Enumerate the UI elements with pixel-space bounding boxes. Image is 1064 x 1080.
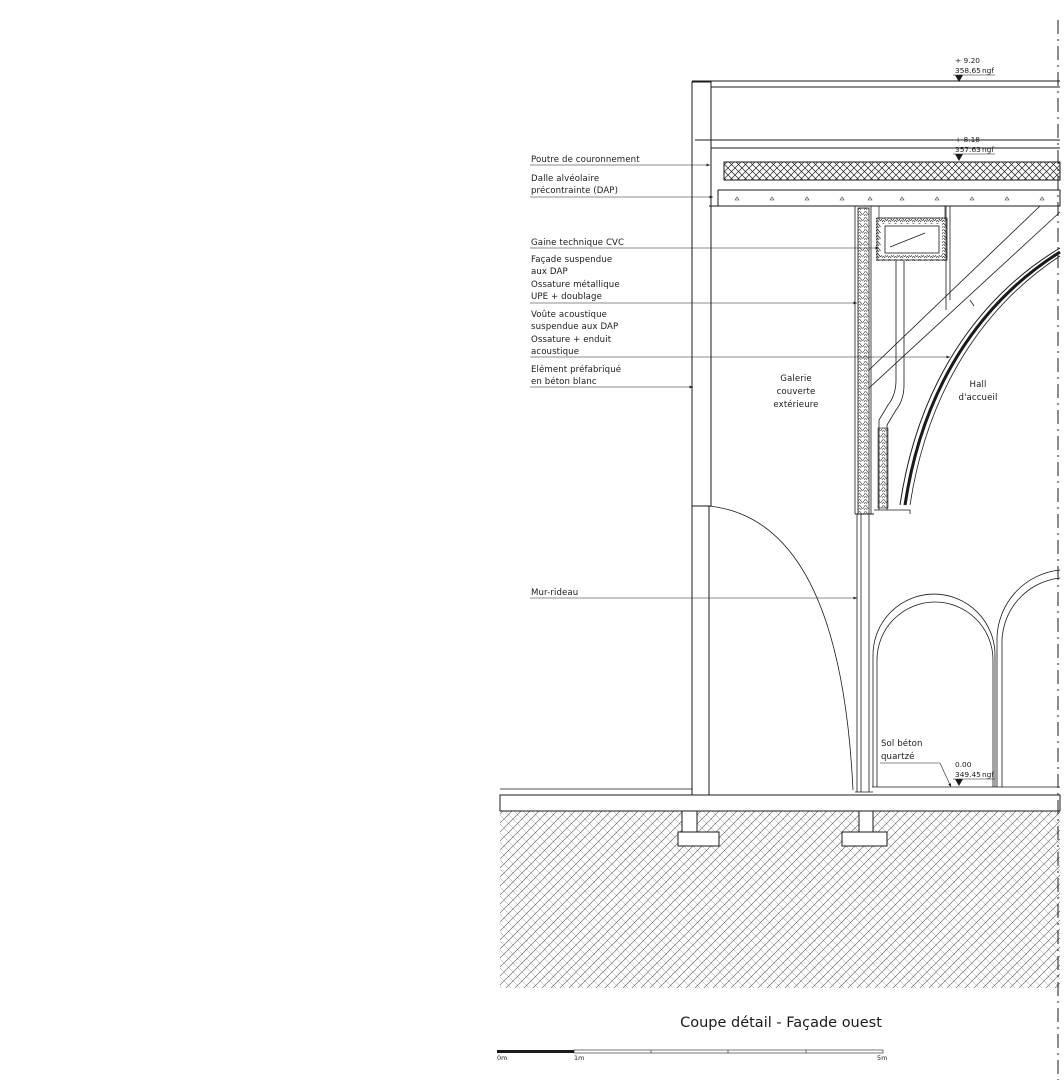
annotation-label: Façade suspendue xyxy=(531,255,612,265)
level-ground-ngf: 349.45 xyxy=(955,770,981,779)
annotation-label: Ossature + enduit xyxy=(531,335,612,345)
slab-cores xyxy=(734,196,1045,201)
scale-label: 1m xyxy=(574,1054,584,1062)
level-top: + 9.20 358.65 ngf xyxy=(953,56,995,82)
ground-slab xyxy=(499,794,1061,847)
level-ground-unit: ngf xyxy=(982,770,994,779)
level-top-unit: ngf xyxy=(982,66,994,75)
door-swing xyxy=(708,505,854,791)
space-label: quartzé xyxy=(881,751,915,762)
annotation-label: Ossature métallique xyxy=(531,279,620,290)
scale-label: 5m xyxy=(877,1054,887,1062)
space-label: extérieure xyxy=(773,399,818,410)
annotation-label: Mur-rideau xyxy=(531,588,578,598)
drawing-title: Coupe détail - Façade ouest xyxy=(680,1015,882,1031)
level-ground: 0.00 349.45 ngf xyxy=(953,760,995,786)
annotation-label: UPE + doublage xyxy=(531,292,602,302)
level-mid-ngf: 357.63 xyxy=(955,145,981,154)
space-label: couverte xyxy=(777,387,816,397)
annotation-dalle: Dalle alvéolaire précontrainte (DAP) xyxy=(530,173,713,199)
annotation-label: Elément préfabriqué xyxy=(531,364,621,375)
space-label: d'accueil xyxy=(959,393,998,403)
ground-arches xyxy=(872,569,1061,787)
annotation-label: précontrainte (DAP) xyxy=(531,185,618,196)
space-label: Galerie xyxy=(780,374,812,384)
space-label: Hall xyxy=(970,380,987,390)
annotation-label: Voûte acoustique xyxy=(531,310,607,320)
level-mid-unit: ngf xyxy=(982,145,994,154)
level-top-ngf: 358.65 xyxy=(955,66,981,75)
annotation-label: Dalle alvéolaire xyxy=(531,173,599,184)
curtain-wall xyxy=(855,514,873,793)
annotation-voute: Voûte acoustique suspendue aux DAP Ossat… xyxy=(530,310,950,359)
space-galerie: Galerie couverte extérieure xyxy=(773,374,818,410)
hollowcore-slab xyxy=(709,189,1061,207)
level-ground-relative: 0.00 xyxy=(955,760,972,769)
scale-bar: 0m 1m 5m xyxy=(497,1049,887,1062)
annotation-label: Gaine technique CVC xyxy=(531,238,624,248)
annotation-label: aux DAP xyxy=(531,267,568,277)
acoustic-vault xyxy=(899,247,1061,506)
space-hall: Hall d'accueil xyxy=(959,380,998,403)
annotation-murrideau: Mur-rideau xyxy=(530,588,857,600)
annotation-label: suspendue aux DAP xyxy=(531,322,618,332)
scale-label: 0m xyxy=(497,1054,507,1062)
crown-beam xyxy=(723,161,1061,181)
annotation-label: en béton blanc xyxy=(531,376,597,387)
hvac-duct xyxy=(874,206,948,514)
ground-hatch xyxy=(500,811,1060,988)
suspended-facade xyxy=(854,206,874,515)
space-label: Sol béton xyxy=(881,738,923,749)
white-concrete-element xyxy=(691,81,712,795)
steel-frame xyxy=(868,205,1061,389)
annotation-facade: Façade suspendue aux DAP Ossature métall… xyxy=(530,255,857,305)
space-sol: Sol béton quartzé xyxy=(880,738,952,788)
annotation-label: Poutre de couronnement xyxy=(531,155,640,165)
annotation-gaine: Gaine technique CVC xyxy=(530,238,879,250)
level-top-relative: + 9.20 xyxy=(955,56,980,65)
roof xyxy=(692,80,1060,149)
annotation-label: acoustique xyxy=(531,347,579,357)
level-mid: + 8.18 357.63 ngf xyxy=(953,135,995,161)
annotation-poutre: Poutre de couronnement xyxy=(530,155,710,167)
level-mid-relative: + 8.18 xyxy=(955,135,980,144)
annotation-element: Elément préfabriqué en béton blanc xyxy=(530,364,693,389)
